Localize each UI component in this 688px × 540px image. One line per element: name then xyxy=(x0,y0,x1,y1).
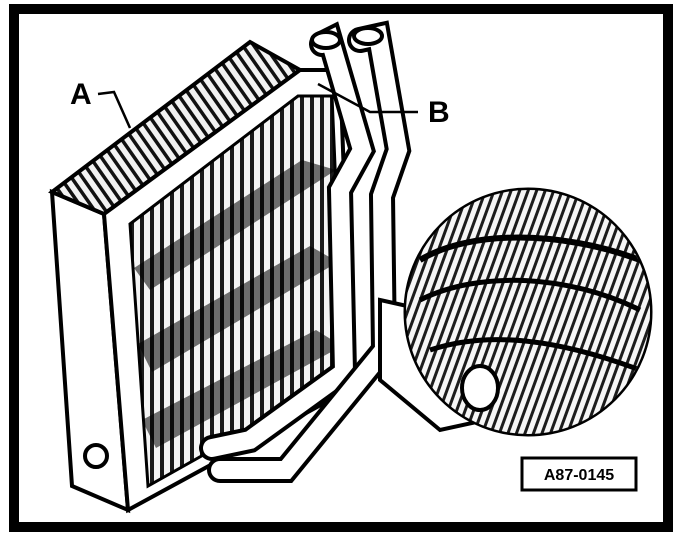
reference-code: A87-0145 xyxy=(544,467,614,484)
reference-code-box: A87-0145 xyxy=(520,456,638,492)
coolant-pipes xyxy=(199,20,412,483)
leader-line-a xyxy=(97,90,132,129)
fin-shading xyxy=(134,160,342,448)
leader-line-b xyxy=(317,82,418,114)
callout-a: A xyxy=(70,78,92,111)
leader-lines xyxy=(97,82,418,129)
callout-b: B xyxy=(428,96,450,129)
magnified-detail xyxy=(403,187,653,437)
mounting-hole xyxy=(83,443,109,469)
